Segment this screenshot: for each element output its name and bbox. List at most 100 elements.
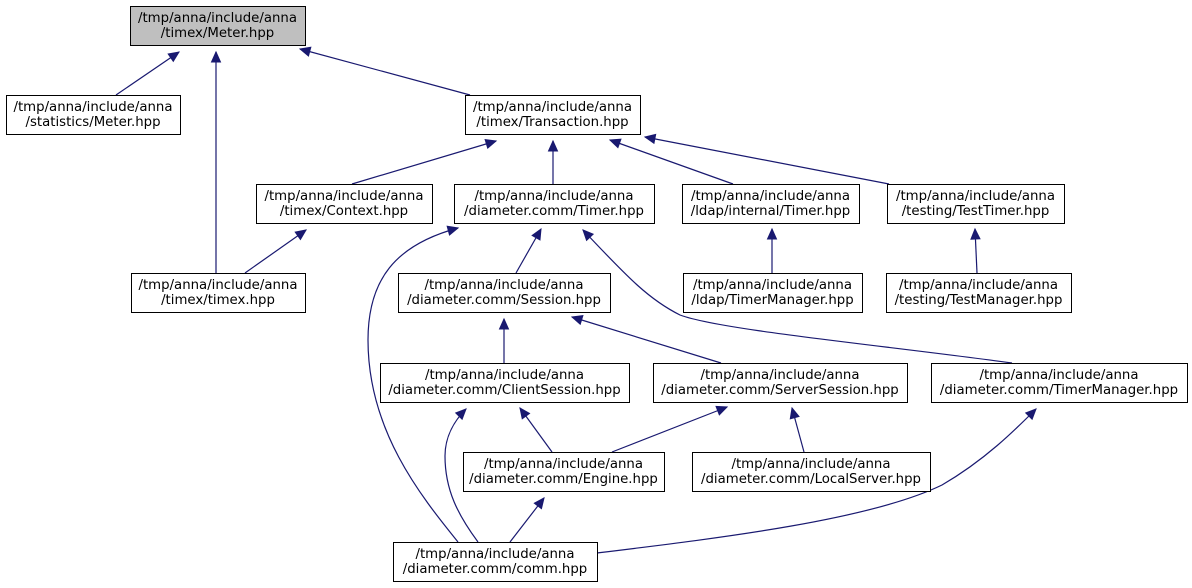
edge-arrowhead	[766, 227, 778, 240]
edge-arrowhead	[446, 225, 460, 236]
node-ldaptm[interactable]: /tmp/anna/include/anna/ldap/TimerManager…	[683, 273, 863, 313]
edge-arrowhead	[167, 51, 181, 63]
edge-line	[609, 139, 734, 185]
edge-line	[244, 229, 307, 274]
node-label-line: /diameter.comm/ClientSession.hpp	[388, 383, 620, 398]
node-box[interactable]	[931, 363, 1188, 403]
node-box[interactable]	[131, 273, 306, 313]
node-box[interactable]	[256, 184, 433, 224]
node-box[interactable]	[393, 542, 598, 582]
edge-line	[644, 136, 890, 185]
nodes-layer: /tmp/anna/include/anna/timex/Meter.hpp/t…	[6, 6, 1188, 582]
edge-line	[299, 48, 471, 96]
edge-line	[444, 408, 479, 543]
node-comm[interactable]: /tmp/anna/include/anna/diameter.comm/com…	[393, 542, 598, 582]
edge-arrowhead	[531, 227, 542, 241]
node-label-line: /testing/TestTimer.hpp	[902, 204, 1050, 219]
edge-meter_stats-to-meter_timex	[115, 51, 181, 96]
edge-line	[611, 406, 728, 453]
node-label-line: /timex/timex.hpp	[161, 293, 275, 308]
node-label-line: /ldap/TimerManager.hpp	[691, 293, 853, 308]
edge-line	[596, 408, 1037, 554]
edge-arrowhead	[608, 138, 622, 149]
node-label-line: /statistics/Meter.hpp	[25, 115, 160, 130]
edge-arrowhead	[547, 139, 559, 152]
node-label-line: /diameter.comm/Engine.hpp	[469, 472, 658, 487]
node-label-line: /tmp/anna/include/anna	[13, 100, 172, 115]
node-engine[interactable]: /tmp/anna/include/anna/diameter.comm/Eng…	[463, 452, 665, 492]
node-box[interactable]	[398, 273, 611, 313]
edge-arrowhead	[454, 408, 467, 421]
node-label-line: /tmp/anna/include/anna	[896, 189, 1055, 204]
node-label-line: /tmp/anna/include/anna	[693, 278, 852, 293]
node-label-line: /tmp/anna/include/anna	[264, 189, 423, 204]
node-box[interactable]	[463, 452, 665, 492]
node-box[interactable]	[692, 452, 931, 492]
node-box[interactable]	[380, 363, 630, 403]
edge-localserver-to-serversession	[789, 406, 805, 453]
node-box[interactable]	[887, 184, 1065, 224]
node-box[interactable]	[454, 184, 655, 224]
node-box[interactable]	[886, 273, 1072, 313]
node-box[interactable]	[683, 273, 863, 313]
edge-ldaptm-to-ldaptimer	[766, 227, 778, 273]
edge-dtm-to-dtimer	[582, 229, 1013, 364]
node-serversession[interactable]: /tmp/anna/include/anna/diameter.comm/Ser…	[653, 363, 908, 403]
node-label-line: /timex/Transaction.hpp	[476, 115, 628, 130]
node-label-line: /tmp/anna/include/anna	[473, 100, 632, 115]
edge-session-to-dtimer	[515, 227, 542, 274]
node-label-line: /tmp/anna/include/anna	[484, 457, 643, 472]
edge-context-to-transaction	[351, 138, 498, 185]
edge-arrowhead	[484, 138, 498, 150]
node-box[interactable]	[465, 95, 641, 135]
node-meter_timex[interactable]: /tmp/anna/include/anna/timex/Meter.hpp	[130, 6, 306, 46]
node-dtm[interactable]: /tmp/anna/include/anna/diameter.comm/Tim…	[931, 363, 1188, 403]
node-dtimer[interactable]: /tmp/anna/include/anna/diameter.comm/Tim…	[454, 184, 655, 224]
node-clientsession[interactable]: /tmp/anna/include/anna/diameter.comm/Cli…	[380, 363, 630, 403]
edge-serversession-to-session	[570, 315, 722, 364]
edge-arrowhead	[533, 497, 545, 510]
edge-line	[115, 51, 180, 96]
node-label-line: /tmp/anna/include/anna	[138, 278, 297, 293]
node-label-line: /timex/Context.hpp	[280, 204, 408, 219]
edge-arrowhead	[498, 317, 510, 330]
edge-ldaptimer-to-transaction	[608, 138, 734, 185]
edge-comm-to-dtm	[596, 408, 1037, 554]
node-timexhpp[interactable]: /tmp/anna/include/anna/timex/timex.hpp	[131, 273, 306, 313]
edge-line	[582, 229, 1013, 364]
node-testtimer[interactable]: /tmp/anna/include/anna/testing/TestTimer…	[887, 184, 1065, 224]
node-box[interactable]	[682, 184, 860, 224]
edge-timexhpp-to-context	[244, 229, 307, 274]
node-context[interactable]: /tmp/anna/include/anna/timex/Context.hpp	[256, 184, 433, 224]
edge-engine-to-clientsession	[519, 407, 553, 453]
node-label-line: /tmp/anna/include/anna	[979, 368, 1138, 383]
node-label-line: /diameter.comm/comm.hpp	[403, 562, 587, 577]
edge-comm-to-clientsession	[444, 408, 479, 543]
edge-comm-to-engine	[509, 497, 545, 543]
node-label-line: /diameter.comm/Session.hpp	[407, 293, 601, 308]
edge-line	[351, 140, 497, 185]
edge-testmgr-to-testtimer	[970, 227, 981, 274]
node-label-line: /tmp/anna/include/anna	[425, 368, 584, 383]
node-label-line: /tmp/anna/include/anna	[474, 189, 633, 204]
node-testmgr[interactable]: /tmp/anna/include/anna/testing/TestManag…	[886, 273, 1072, 313]
edge-testtimer-to-transaction	[643, 133, 890, 185]
node-transaction[interactable]: /tmp/anna/include/anna/timex/Transaction…	[465, 95, 641, 135]
node-label-line: /tmp/anna/include/anna	[138, 11, 297, 26]
node-ldaptimer[interactable]: /tmp/anna/include/anna/ldap/internal/Tim…	[682, 184, 860, 224]
node-box[interactable]	[6, 95, 181, 135]
node-box[interactable]	[130, 6, 306, 46]
node-label-line: /diameter.comm/TimerManager.hpp	[940, 383, 1178, 398]
edge-arrowhead	[789, 406, 800, 420]
node-label-line: /tmp/anna/include/anna	[691, 189, 850, 204]
edge-arrowhead	[298, 46, 312, 57]
edge-engine-to-serversession	[611, 405, 729, 453]
edges-layer	[115, 46, 1037, 554]
node-localserver[interactable]: /tmp/anna/include/anna/diameter.comm/Loc…	[692, 452, 931, 492]
node-meter_stats[interactable]: /tmp/anna/include/anna/statistics/Meter.…	[6, 95, 181, 135]
node-box[interactable]	[653, 363, 908, 403]
node-label-line: /ldap/internal/Timer.hpp	[691, 204, 851, 219]
edge-arrowhead	[210, 50, 222, 63]
node-session[interactable]: /tmp/anna/include/anna/diameter.comm/Ses…	[398, 273, 611, 313]
edge-transaction-to-meter_timex	[298, 46, 471, 96]
